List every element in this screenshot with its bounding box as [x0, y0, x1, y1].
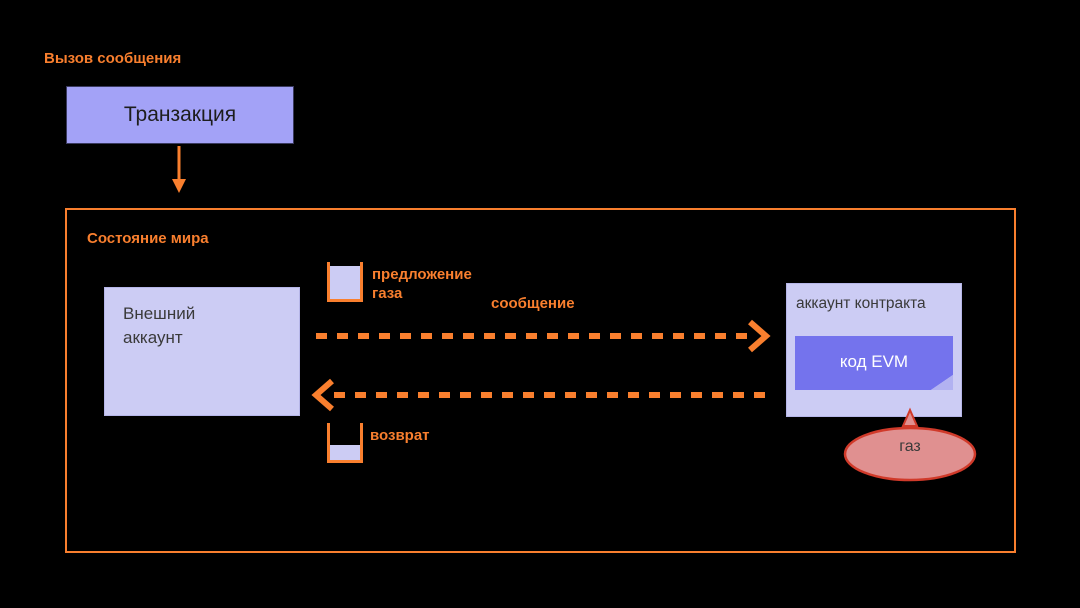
beaker-walls [327, 262, 363, 302]
world-state-heading: Состояние мира [87, 230, 209, 247]
gas-offer-label: предложение газа [372, 266, 472, 302]
message-call-heading: Вызов сообщения [44, 50, 182, 67]
gas-offer-beaker-icon [327, 262, 363, 302]
external-account-label: Внешний аккаунт [123, 304, 196, 347]
arrow-down-icon [168, 146, 190, 194]
external-account-box[interactable]: Внешний аккаунт [104, 287, 300, 416]
message-arrow-right-icon [316, 319, 771, 353]
evm-code-note[interactable]: код EVM [795, 336, 953, 390]
beaker-liquid [330, 266, 360, 299]
refund-beaker-icon [327, 423, 363, 463]
evm-code-label: код EVM [839, 351, 909, 371]
contract-account-label: аккаунт контракта [796, 295, 926, 312]
evm-code-sheet [795, 336, 953, 390]
gas-cloud-label: газ [899, 438, 921, 455]
world-state-frame [65, 208, 1016, 553]
beaker-walls [327, 423, 363, 463]
transaction-box[interactable]: Транзакция [66, 86, 294, 144]
message-arrow-label: сообщение [491, 295, 575, 312]
beaker-liquid [330, 445, 360, 460]
transaction-label: Транзакция [123, 103, 237, 126]
refund-arrow-left-icon [311, 378, 766, 412]
refund-label: возврат [370, 427, 430, 444]
gas-cloud-shape[interactable]: газ [843, 407, 977, 482]
